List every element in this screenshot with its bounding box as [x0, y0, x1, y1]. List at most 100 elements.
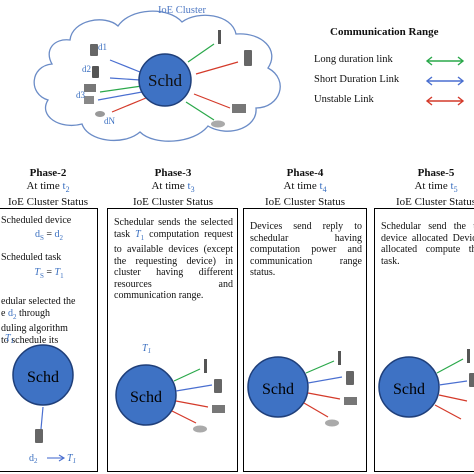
- phone-icon: [92, 66, 99, 78]
- phase-5-link-3: [438, 394, 468, 402]
- device-label-d2: d2: [82, 64, 91, 74]
- phase-5-header: Phase-5 At time t5 IoE Cluster Status: [388, 167, 474, 209]
- disk-icon: [211, 120, 225, 128]
- phase-4-diagram: Schd: [247, 351, 357, 427]
- phone-icon: [90, 44, 98, 56]
- phase-5-link-2: [438, 380, 468, 386]
- scheduler-node: [138, 53, 192, 107]
- laptop-icon: [344, 397, 357, 405]
- phase-2-arrow-head: [58, 454, 66, 462]
- phase-5-time: At time t5: [414, 180, 458, 195]
- legend-arrow-unstable-heads: [425, 96, 465, 106]
- phase-3-link-2: [175, 384, 213, 392]
- phase-5-diagram: Schd: [378, 349, 474, 420]
- phase-2-task-label: T1: [5, 333, 14, 345]
- phase-2-status: IoE Cluster Status: [7, 196, 89, 209]
- phase-2-line1: Scheduled device: [1, 215, 72, 226]
- phase-4-panel: Devices send reply to schedular having c…: [243, 208, 367, 472]
- phase-3-status: IoE Cluster Status: [132, 196, 214, 209]
- link-laptop: [193, 93, 231, 109]
- antenna-icon: [467, 349, 470, 363]
- phone-icon: [469, 373, 474, 387]
- phase-2-body-d: to schedule its: [1, 334, 59, 346]
- disk-icon: [325, 419, 339, 427]
- sensor-icon: [95, 111, 105, 117]
- phone-icon: [244, 50, 252, 66]
- device-icons: [84, 30, 252, 128]
- phase-2-bottom-device: d2: [29, 453, 38, 465]
- phase-3-scheduler-label: Schd: [130, 389, 162, 406]
- legend-arrow-long-heads: [425, 56, 465, 66]
- phase-2-diagram: T1 Schd d2 T1: [5, 333, 76, 465]
- phase-2-eq1: dS = d2: [34, 228, 64, 242]
- phase-2-time: At time t2: [26, 180, 70, 195]
- phase-4-header: Phase-4 At time t4 IoE Cluster Status: [243, 167, 367, 209]
- phase-2-body-a: edular selected the: [1, 296, 76, 307]
- phase-3-time: At time t3: [151, 180, 195, 195]
- device-label-d1: d1: [98, 42, 107, 52]
- phase-4-link-4: [303, 402, 329, 418]
- phase-3-link-1: [173, 368, 201, 382]
- phase-2-scheduler-label: Schd: [27, 369, 59, 386]
- phase-3-title: Phase-3: [154, 167, 192, 179]
- laptop-icon: [84, 84, 96, 92]
- legend-item-long: Long duration link: [314, 54, 393, 65]
- cluster-links: [97, 43, 239, 121]
- phase-5-link-1: [436, 358, 464, 374]
- phase-2-panel: Scheduled device dS = d2 Scheduled task …: [0, 208, 98, 472]
- phase-4-text: Devices send reply to schedular having c…: [250, 221, 362, 278]
- phase-2-bottom-task: T1: [67, 453, 76, 465]
- link-d1: [109, 59, 141, 73]
- phone-icon: [346, 371, 354, 385]
- phase-2-body-c: duling algorithm: [1, 323, 68, 334]
- phase-3-link-4: [171, 410, 197, 424]
- phase-3-link-3: [175, 400, 209, 408]
- device-label-dN: dN: [104, 116, 116, 126]
- phase-4-scheduler-node: [247, 356, 309, 418]
- phone-icon: [214, 379, 222, 393]
- phase-3-text: Schedular sends the selected task T1 com…: [114, 217, 233, 301]
- phase-5-text: Schedular send the to device allocated D…: [381, 221, 474, 267]
- phase-3-panel: Schedular sends the selected task T1 com…: [107, 208, 238, 472]
- legend-title: Communication Range: [330, 26, 439, 38]
- ioe-cluster-label: IoE Cluster: [158, 5, 207, 16]
- cluster-diagram: IoE Cluster Schd d1 d2 d3 dN: [33, 5, 281, 142]
- phone-icon: [35, 429, 43, 443]
- legend-item-short: Short Duration Link: [314, 74, 400, 85]
- phase-4-link-3: [307, 392, 341, 400]
- phase-5-scheduler-label: Schd: [393, 381, 425, 398]
- phase-3-task-label: T1: [142, 343, 151, 355]
- device-label-d3: d3: [76, 90, 86, 100]
- phase-5-status: IoE Cluster Status: [395, 196, 474, 209]
- link-dev3: [99, 85, 143, 93]
- phase-2-header: Phase-2 At time t2 IoE Cluster Status: [0, 167, 96, 209]
- phase-4-link-2: [307, 376, 343, 384]
- link-disk: [185, 101, 215, 121]
- phase-2-line2: Scheduled task: [1, 252, 62, 263]
- scheduler-label: Schd: [148, 71, 183, 90]
- antenna-icon: [218, 30, 221, 44]
- phase-5-title: Phase-5: [417, 167, 455, 179]
- phase-4-title: Phase-4: [286, 167, 324, 179]
- link-phone-top: [187, 43, 215, 63]
- phase-2-body-b: e d2 through: [1, 307, 51, 321]
- legend-arrows: [425, 56, 465, 106]
- phase-4-time: At time t4: [283, 180, 327, 195]
- link-d3: [97, 91, 143, 101]
- laptop-icon: [212, 405, 225, 413]
- phase-3-header: Phase-3 At time t3 IoE Cluster Status: [108, 167, 238, 209]
- tablet-icon: [84, 96, 94, 104]
- phase-4-scheduler-label: Schd: [262, 381, 294, 398]
- antenna-icon: [204, 359, 207, 373]
- legend: Communication Range Long duration link S…: [300, 26, 470, 136]
- phase-5-link-4: [434, 404, 462, 420]
- phase-2-scheduler-node: [12, 344, 74, 406]
- link-phone-right: [195, 61, 239, 75]
- phase-2-link-device: [40, 406, 44, 430]
- disk-icon: [193, 425, 207, 433]
- phase-3-scheduler-node: [115, 364, 177, 426]
- phase-4-status: IoE Cluster Status: [264, 196, 346, 209]
- phase-2-title: Phase-2: [29, 167, 67, 179]
- link-dN: [111, 97, 147, 113]
- antenna-icon: [338, 351, 341, 365]
